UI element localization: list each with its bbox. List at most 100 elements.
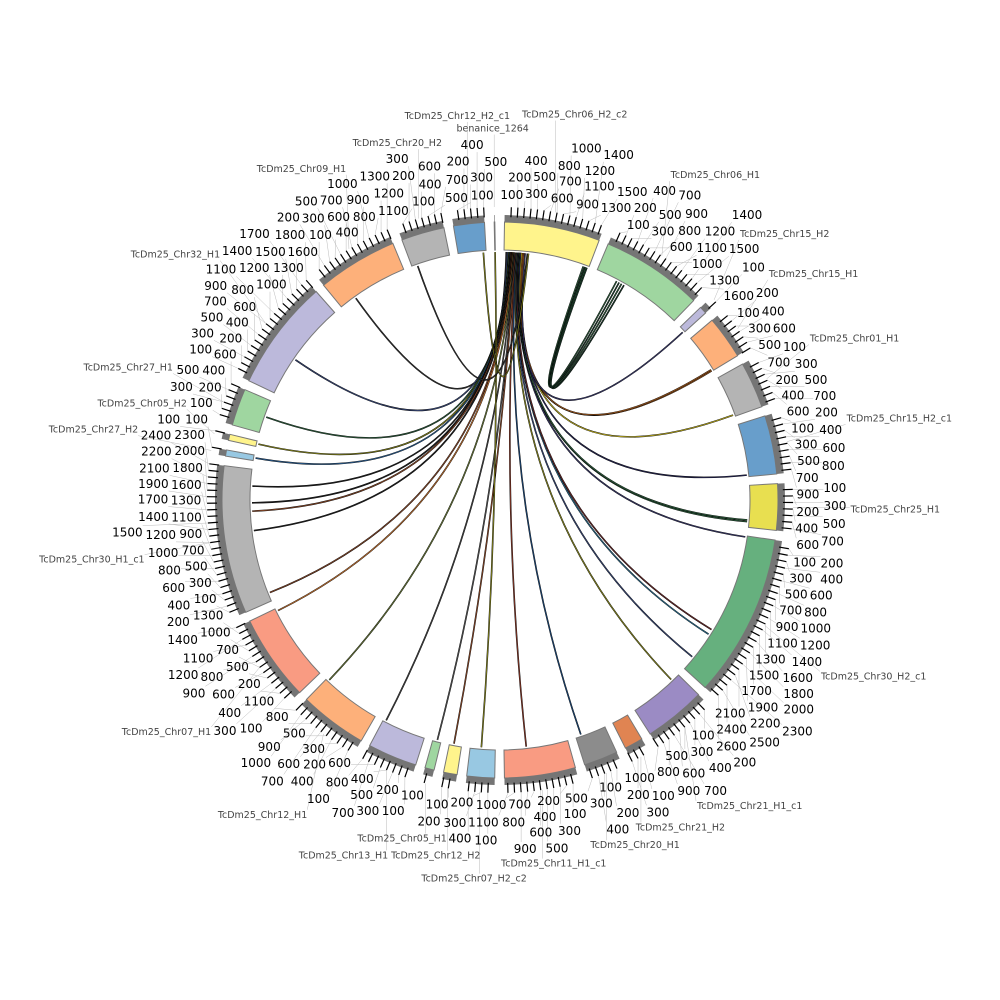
label-leader-line bbox=[734, 674, 751, 717]
sector-band bbox=[612, 714, 643, 749]
tick-mark bbox=[516, 207, 519, 218]
tick-mark bbox=[325, 727, 333, 737]
tick-label: 500 bbox=[659, 208, 682, 222]
sector bbox=[612, 714, 646, 762]
tick-label: 300 bbox=[795, 357, 818, 371]
tick-label: 300 bbox=[691, 745, 714, 759]
tick-mark bbox=[320, 723, 328, 733]
tick-mark bbox=[662, 730, 670, 740]
tick-label: 2500 bbox=[749, 736, 780, 750]
tick-mark bbox=[208, 469, 219, 472]
tick-mark bbox=[760, 385, 771, 391]
tick-mark bbox=[684, 278, 693, 287]
tick-mark bbox=[463, 209, 466, 220]
tick-label: 200 bbox=[537, 794, 560, 808]
tick-mark bbox=[750, 630, 760, 637]
sector bbox=[215, 430, 258, 448]
sector-band bbox=[249, 608, 321, 694]
tick-label: 500 bbox=[177, 363, 200, 377]
tick-label: 900 bbox=[796, 488, 819, 502]
tick-label: 600 bbox=[810, 588, 833, 602]
label-leader-line bbox=[762, 629, 792, 656]
tick-mark bbox=[579, 218, 584, 229]
label-leader-line bbox=[144, 542, 211, 555]
sector-name: TcDm25_Chr13_H1 bbox=[298, 850, 388, 861]
label-leader-line bbox=[746, 658, 748, 701]
tick-label: 1600 bbox=[171, 478, 202, 492]
tick-label: 1600 bbox=[782, 671, 813, 685]
tick-label: 600 bbox=[212, 688, 235, 702]
tick-mark bbox=[775, 565, 786, 569]
tick-label: 1100 bbox=[767, 637, 798, 651]
tick-label: 400 bbox=[461, 138, 484, 152]
tick-mark bbox=[673, 723, 681, 732]
sector-axis-strip bbox=[705, 540, 783, 693]
tick-mark bbox=[380, 231, 386, 242]
tick-label: 300 bbox=[558, 824, 581, 838]
tick-label: 1100 bbox=[206, 262, 237, 276]
tick-label: 200 bbox=[447, 155, 470, 169]
label-leader-line bbox=[408, 166, 416, 220]
sector-name: TcDm25_Chr06_H2_c2 bbox=[521, 110, 627, 121]
label-leader-line bbox=[587, 777, 593, 792]
tick-label: 1300 bbox=[359, 169, 390, 183]
label-leader-line bbox=[749, 652, 784, 687]
tick-mark bbox=[300, 707, 309, 716]
tick-mark bbox=[238, 628, 249, 635]
tick-label: 600 bbox=[277, 757, 300, 771]
label-leader-line bbox=[373, 769, 387, 773]
tick-mark bbox=[777, 552, 788, 556]
link bbox=[453, 252, 516, 744]
tick-mark bbox=[557, 776, 561, 787]
sector-name: TcDm25_Chr06_H1 bbox=[670, 170, 760, 181]
tick-label: 1900 bbox=[138, 477, 169, 491]
sector-name: TcDm25_Chr21_H1_c1 bbox=[696, 801, 802, 812]
tick-label: 1800 bbox=[172, 461, 203, 475]
sector-name: TcDm25_Chr25_H1 bbox=[850, 505, 940, 516]
label-leader-line bbox=[792, 515, 823, 518]
sector-axis-strip bbox=[452, 215, 485, 226]
tick-mark bbox=[532, 780, 535, 792]
tick-label: 1100 bbox=[183, 651, 214, 665]
tick-mark bbox=[305, 279, 314, 289]
tick-mark bbox=[638, 746, 645, 756]
tick-label: 700 bbox=[704, 784, 727, 798]
tick-label: 1700 bbox=[138, 493, 169, 507]
sector-axis-strip bbox=[442, 772, 458, 782]
tick-mark bbox=[678, 719, 686, 728]
tick-label: 300 bbox=[386, 152, 409, 166]
label-leader-line bbox=[226, 292, 267, 324]
tick-label: 500 bbox=[804, 373, 827, 387]
label-leader-line bbox=[742, 663, 784, 703]
label-leader-line bbox=[784, 567, 821, 573]
label-leader-line bbox=[559, 785, 567, 795]
sector-name: TcDm25_Chr07_H2_c2 bbox=[420, 874, 526, 885]
tick-label: 400 bbox=[351, 772, 374, 786]
tick-mark bbox=[275, 681, 284, 689]
tick-label: 800 bbox=[657, 765, 680, 779]
tick-label: 600 bbox=[773, 322, 796, 336]
tick-mark bbox=[697, 702, 705, 711]
tick-mark bbox=[723, 320, 733, 328]
tick-label: 300 bbox=[823, 499, 846, 513]
tick-mark bbox=[675, 269, 683, 279]
tick-mark bbox=[526, 781, 529, 792]
tick-mark bbox=[402, 223, 407, 234]
sector-axis-strip bbox=[242, 286, 317, 381]
sector bbox=[207, 463, 272, 616]
tick-mark bbox=[310, 715, 318, 724]
tick-label: 1000 bbox=[200, 626, 231, 640]
tick-label: 400 bbox=[762, 304, 785, 318]
label-leader-line bbox=[374, 217, 379, 236]
tick-label: 100 bbox=[627, 218, 650, 232]
label-leader-line bbox=[689, 722, 710, 762]
tick-mark bbox=[261, 328, 271, 336]
tick-mark bbox=[221, 407, 232, 412]
tick-label: 400 bbox=[819, 423, 842, 437]
tick-mark bbox=[597, 224, 602, 235]
sector-band bbox=[575, 726, 618, 766]
label-leader-line bbox=[345, 174, 350, 249]
tick-mark bbox=[730, 663, 740, 670]
tick-mark bbox=[573, 216, 577, 227]
label-leader-line bbox=[731, 300, 757, 321]
